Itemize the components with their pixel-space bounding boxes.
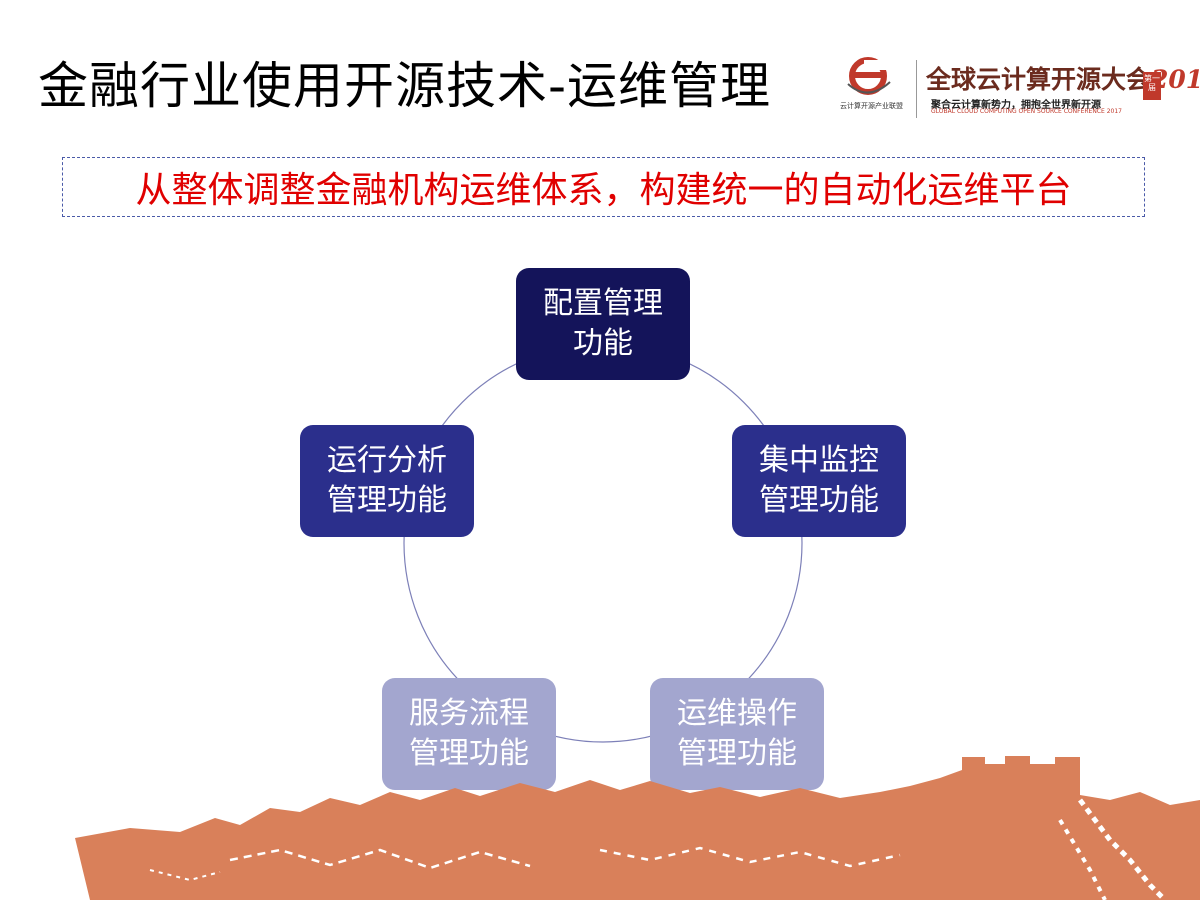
- cycle-node-operations: 运维操作 管理功能: [650, 678, 824, 790]
- banner-text: 从整体调整金融机构运维体系，构建统一的自动化运维平台: [135, 170, 1072, 211]
- logo-divider: [916, 60, 917, 118]
- node-line: 管理功能: [677, 736, 797, 771]
- node-line: 运行分析: [327, 443, 447, 478]
- cycle-node-service-process: 服务流程 管理功能: [382, 678, 556, 790]
- node-line: 服务流程: [409, 696, 529, 731]
- conference-slogan-en: GLOBAL CLOUD COMPUTING OPEN SOURCE CONFE…: [931, 108, 1122, 115]
- headline-banner: 从整体调整金融机构运维体系，构建统一的自动化运维平台: [62, 157, 1145, 217]
- conference-badge: 第一届: [1143, 72, 1161, 100]
- node-line: 配置管理: [543, 286, 663, 321]
- cycle-node-monitoring: 集中监控 管理功能: [732, 425, 906, 537]
- alliance-logo-icon: [847, 57, 894, 95]
- node-line: 管理功能: [327, 483, 447, 518]
- node-line: 运维操作: [677, 696, 797, 731]
- page-title: 金融行业使用开源技术-运维管理: [38, 57, 772, 115]
- node-line: 集中监控: [759, 443, 879, 478]
- cycle-node-config: 配置管理 功能: [516, 268, 690, 380]
- node-line: 功能: [573, 326, 633, 361]
- conference-name: 全球云计算开源大会: [926, 65, 1152, 94]
- node-line: 管理功能: [409, 736, 529, 771]
- cycle-node-analysis: 运行分析 管理功能: [300, 425, 474, 537]
- node-line: 管理功能: [759, 483, 879, 518]
- conference-slogan: 聚合云计算新势力，拥抱全世界新开源: [931, 100, 1101, 111]
- alliance-name: 云计算开源产业联盟: [840, 102, 903, 110]
